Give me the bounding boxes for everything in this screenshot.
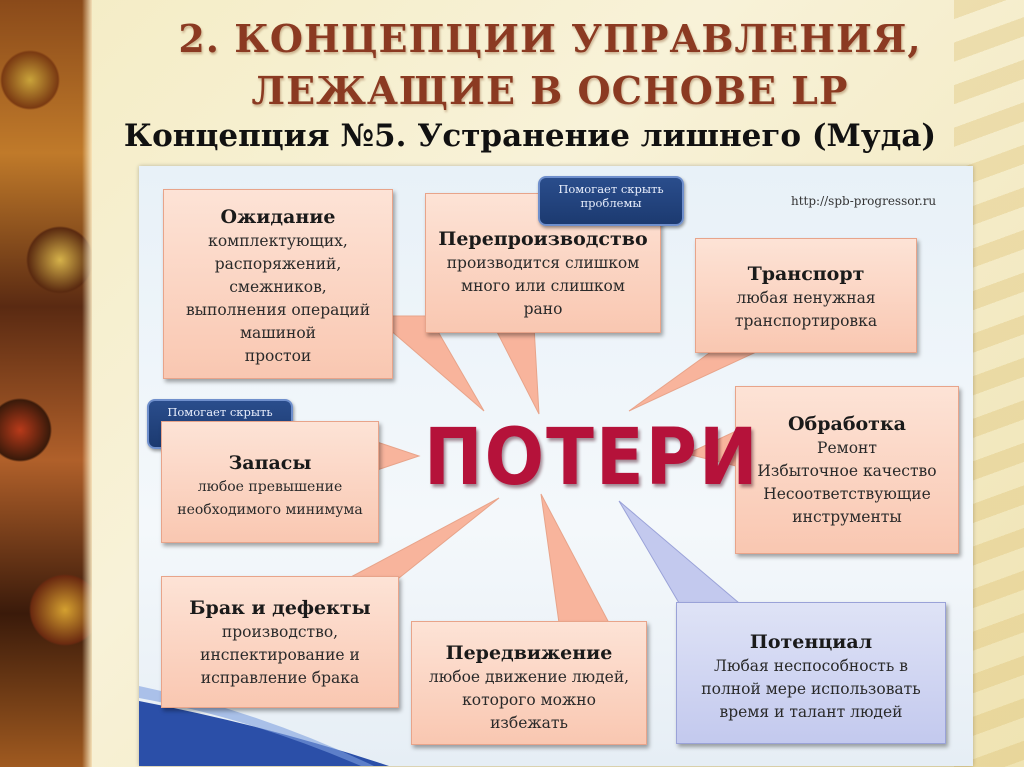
box-motion-line: любое движение людей, [428,668,630,686]
tail-inventory [373,440,421,472]
box-potential-heading: Потенциал [749,631,873,653]
decorative-left-strip [0,0,92,767]
box-defects-heading: Брак и дефекты [189,597,371,619]
box-waiting-heading: Ожидание [220,206,336,228]
slide-subtitle: Концепция №5. Устранение лишнего (Муда) [123,118,937,154]
box-waiting-line: смежников, [229,278,327,296]
box-waiting-line: машиной [239,324,317,342]
tail-waiting [372,315,485,412]
box-defects: Брак и дефекты производство, инспектиров… [161,576,399,708]
source-url: http://spb-progressor.ru [791,194,937,208]
box-transport: Транспорт любая ненужная транспортировка [695,238,917,353]
tail-motion [540,493,610,624]
box-inventory-heading: Запасы [228,452,312,474]
box-processing-line: Избыточное качество [757,462,937,480]
box-transport-line: транспортировка [734,312,878,330]
box-defects-line: исправление брака [200,669,360,687]
badge-text: Помогает скрыть проблемы [558,182,664,210]
tail-potential [618,500,741,604]
box-processing-heading: Обработка [788,413,906,435]
box-processing-line: инструменты [792,508,902,526]
box-potential: Потенциал Любая неспособность в полной м… [676,602,946,744]
box-defects-line: инспектирование и [200,646,360,664]
box-inventory-line: необходимого минимума [177,502,363,518]
tail-overproduction [493,325,540,415]
callout-connectors [348,315,770,624]
box-waiting-line: комплектующих, [208,232,348,250]
box-potential-line: время и талант людей [719,703,903,721]
box-overproduction-line: много или слишком [461,277,625,295]
box-processing-line: Ремонт [817,439,877,457]
badge-hides-problems: Помогает скрыть проблемы [538,176,684,226]
box-motion-line: избежать [490,714,568,732]
box-potential-line: Любая неспособность в [714,657,908,675]
box-transport-heading: Транспорт [747,263,865,285]
box-inventory-line: любое превышение [197,479,343,495]
box-overproduction-line: рано [523,300,563,318]
box-potential-line: полной мере использовать [701,680,921,698]
box-overproduction-line: производится слишком [446,254,640,272]
box-motion-heading: Передвижение [445,642,613,664]
diagram-panel: http://spb-progressor.ru Ожидание компле… [139,166,973,766]
slide-title-line2: ЛЕЖАЩИЕ В ОСНОВЕ LP [251,68,849,113]
center-label-losses: ПОТЕРИ [424,411,760,503]
box-motion: Передвижение любое движение людей, котор… [411,621,647,745]
box-waiting-line: выполнения операций [185,301,371,319]
box-waiting-line: распоряжений, [214,255,342,273]
box-motion-line: которого можно [462,691,596,709]
box-waiting: Ожидание комплектующих, распоряжений, см… [163,189,393,379]
box-transport-line: любая ненужная [736,289,876,307]
box-processing-line: Несоответствующие [763,485,931,503]
slide-title-line1: 2. КОНЦЕПЦИИ УПРАВЛЕНИЯ, [178,16,922,61]
box-defects-line: производство, [221,623,339,641]
box-processing: Обработка Ремонт Избыточное качество Нес… [735,386,959,554]
box-overproduction-heading: Перепроизводство [438,228,648,250]
box-inventory: Запасы любое превышение необходимого мин… [161,421,379,543]
box-waiting-line: простои [244,347,312,365]
